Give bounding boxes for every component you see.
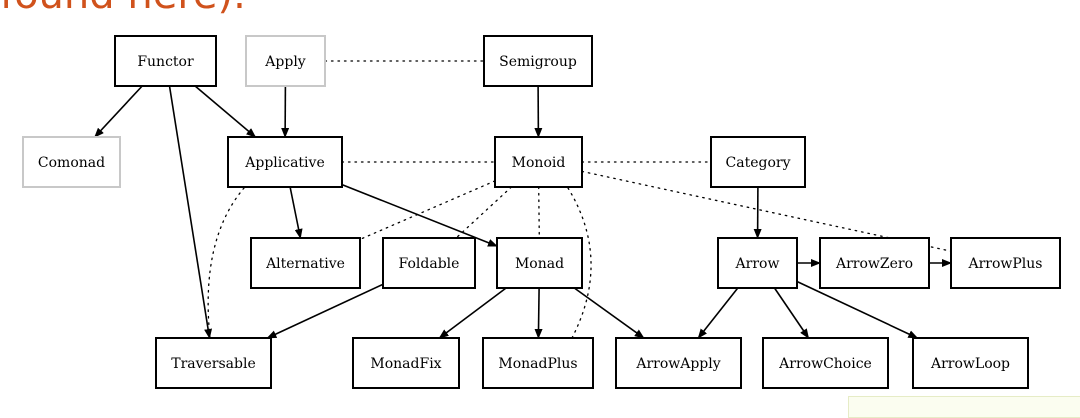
node-label-alternative: Alternative — [265, 256, 345, 272]
edge-functor-to-applicative — [195, 86, 255, 137]
node-functor: Functor — [115, 36, 216, 86]
edge-functor-to-comonad — [95, 86, 142, 137]
node-label-monad: Monad — [515, 256, 564, 272]
edge-monad-to-arrowapply — [574, 288, 644, 338]
node-monadfix: MonadFix — [353, 338, 459, 388]
edge-foldable-to-traversable — [267, 284, 383, 338]
node-monoid: Monoid — [495, 137, 582, 187]
node-arrowplus: ArrowPlus — [951, 238, 1060, 288]
edge-monad-to-monadfix — [439, 288, 506, 338]
edges-layer — [95, 61, 951, 338]
node-arrowloop: ArrowLoop — [913, 338, 1028, 388]
node-label-functor: Functor — [137, 54, 194, 70]
node-category: Category — [711, 137, 805, 187]
edge-functor-to-traversable — [170, 86, 210, 338]
node-label-comonad: Comonad — [38, 155, 105, 171]
edge-arrow-to-arrowchoice — [775, 288, 809, 338]
node-label-arrowzero: ArrowZero — [835, 256, 913, 272]
node-semigroup: Semigroup — [484, 36, 592, 86]
node-label-foldable: Foldable — [399, 256, 460, 272]
node-label-apply: Apply — [264, 54, 306, 70]
node-label-semigroup: Semigroup — [499, 54, 577, 70]
edge-applicative-to-monad — [342, 185, 497, 247]
node-apply: Apply — [246, 36, 325, 86]
node-label-arrowchoice: ArrowChoice — [778, 356, 872, 372]
edge-arrow-to-arrowloop — [797, 282, 917, 339]
edge-applicative-to-traversable — [208, 188, 244, 338]
edge-applicative-to-alternative — [290, 187, 300, 238]
node-monad: Monad — [497, 238, 582, 288]
node-label-category: Category — [726, 155, 791, 171]
edge-monoid-to-monad — [539, 187, 540, 238]
node-label-monadplus: MonadPlus — [498, 356, 577, 372]
node-applicative: Applicative — [228, 137, 342, 187]
node-label-arrowplus: ArrowPlus — [967, 256, 1042, 272]
node-foldable: Foldable — [383, 238, 475, 288]
edge-arrow-to-arrowapply — [698, 288, 738, 338]
node-label-applicative: Applicative — [244, 155, 324, 171]
corner-box — [848, 396, 1080, 418]
edge-monad-to-monadplus — [538, 288, 539, 338]
node-arrowapply: ArrowApply — [616, 338, 741, 388]
node-alternative: Alternative — [251, 238, 360, 288]
edge-monoid-to-alternative — [360, 181, 495, 240]
node-label-arrow: Arrow — [735, 256, 780, 272]
node-monadplus: MonadPlus — [483, 338, 593, 388]
node-comonad: Comonad — [23, 137, 120, 187]
node-arrowchoice: ArrowChoice — [763, 338, 888, 388]
node-traversable: Traversable — [156, 338, 271, 388]
node-arrowzero: ArrowZero — [820, 238, 929, 288]
node-arrow: Arrow — [718, 238, 797, 288]
node-label-monoid: Monoid — [512, 155, 566, 171]
node-label-traversable: Traversable — [171, 356, 256, 372]
node-label-arrowapply: ArrowApply — [635, 356, 720, 372]
node-label-arrowloop: ArrowLoop — [930, 356, 1010, 372]
node-label-monadfix: MonadFix — [370, 356, 441, 372]
